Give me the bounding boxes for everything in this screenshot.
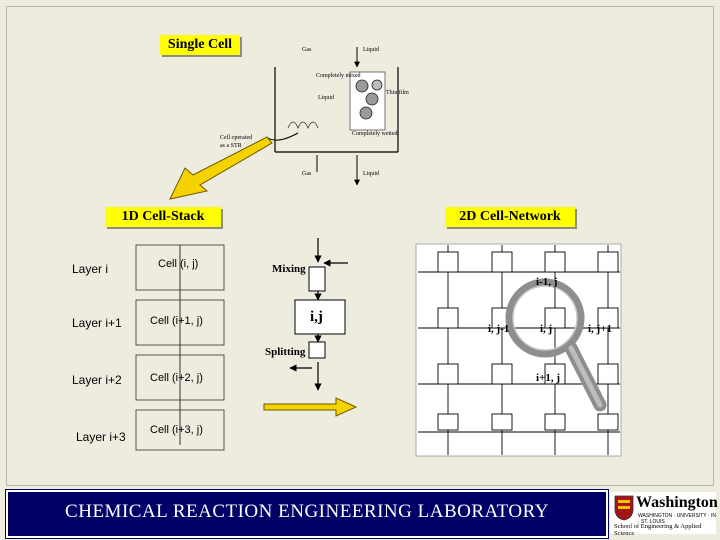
schematic-gas-top: Gas bbox=[302, 47, 312, 53]
network-cell bbox=[597, 251, 619, 273]
crest-icon bbox=[614, 495, 634, 521]
network-cell bbox=[437, 307, 459, 329]
network-cell bbox=[491, 413, 513, 431]
cell-network-grid bbox=[415, 243, 622, 457]
network-cell bbox=[437, 251, 459, 273]
schematic-liquid-top: Liquid bbox=[363, 47, 379, 53]
schematic-cell-note-1: Cell operated bbox=[220, 135, 252, 141]
network-label-bottom: i+1, j bbox=[536, 372, 560, 384]
schematic-liquid-label: Liquid bbox=[318, 95, 334, 101]
schematic-completely-mixed: Completely mixed bbox=[316, 73, 361, 79]
layer-label: Layer i bbox=[72, 262, 109, 276]
single-cell-label: Single Cell bbox=[160, 35, 240, 55]
network-cell bbox=[491, 363, 513, 385]
mixing-label: Mixing bbox=[272, 263, 306, 275]
schematic-gas-bottom: Gas bbox=[302, 171, 312, 177]
mixing-splitting-flow bbox=[289, 238, 348, 391]
slide-frame bbox=[6, 6, 714, 486]
logo-wordmark: Washington bbox=[636, 494, 718, 511]
cell-stack-label: 1D Cell-Stack bbox=[105, 207, 221, 227]
university-logo: Washington WASHINGTON · UNIVERSITY · IN … bbox=[610, 492, 718, 537]
banner-title: CHEMICAL REACTION ENGINEERING LABORATORY bbox=[65, 501, 549, 522]
network-cell bbox=[544, 413, 566, 431]
network-cell bbox=[597, 363, 619, 385]
cell-label: Cell (i+1, j) bbox=[150, 315, 203, 327]
network-cell bbox=[597, 307, 619, 329]
cell-label: Cell (i+3, j) bbox=[150, 424, 203, 436]
layer-label: Layer i+3 bbox=[76, 430, 126, 444]
network-cell bbox=[437, 363, 459, 385]
network-cell bbox=[544, 307, 566, 329]
schematic-thin-film: Thin film bbox=[386, 89, 409, 96]
center-cell-label: i,j bbox=[310, 309, 323, 325]
cell-label: Cell (i, j) bbox=[158, 258, 199, 270]
network-cell bbox=[544, 251, 566, 273]
layer-label: Layer i+2 bbox=[72, 373, 122, 387]
network-cell bbox=[597, 413, 619, 431]
network-cell bbox=[491, 251, 513, 273]
network-cell bbox=[544, 363, 566, 385]
schematic-completely-wetted: Completely wetted bbox=[352, 131, 398, 137]
cell-network-label: 2D Cell-Network bbox=[445, 207, 575, 227]
network-label-top: i-1, j bbox=[536, 276, 558, 288]
schematic-liquid-bottom: Liquid bbox=[363, 171, 379, 177]
yellow-right-arrow bbox=[263, 397, 358, 417]
logo-subtitle: WASHINGTON · UNIVERSITY · IN · ST. LOUIS bbox=[638, 513, 716, 525]
cell-label: Cell (i+2, j) bbox=[150, 372, 203, 384]
magnifier-icon bbox=[505, 278, 607, 412]
single-cell-schematic bbox=[267, 47, 399, 186]
network-label-center: i, j bbox=[540, 323, 553, 335]
schematic-cell-note-2: as a STR bbox=[220, 143, 242, 149]
network-label-right: i, j+1 bbox=[588, 323, 612, 335]
layer-label: Layer i+1 bbox=[72, 316, 122, 330]
yellow-down-arrow bbox=[169, 136, 273, 200]
network-label-left: i, j-1 bbox=[488, 323, 510, 335]
lab-banner: CHEMICAL REACTION ENGINEERING LABORATORY bbox=[6, 490, 608, 538]
network-cell bbox=[437, 413, 459, 431]
logo-school: School of Engineering & Applied Science bbox=[614, 523, 702, 537]
splitting-label: Splitting bbox=[265, 346, 306, 358]
